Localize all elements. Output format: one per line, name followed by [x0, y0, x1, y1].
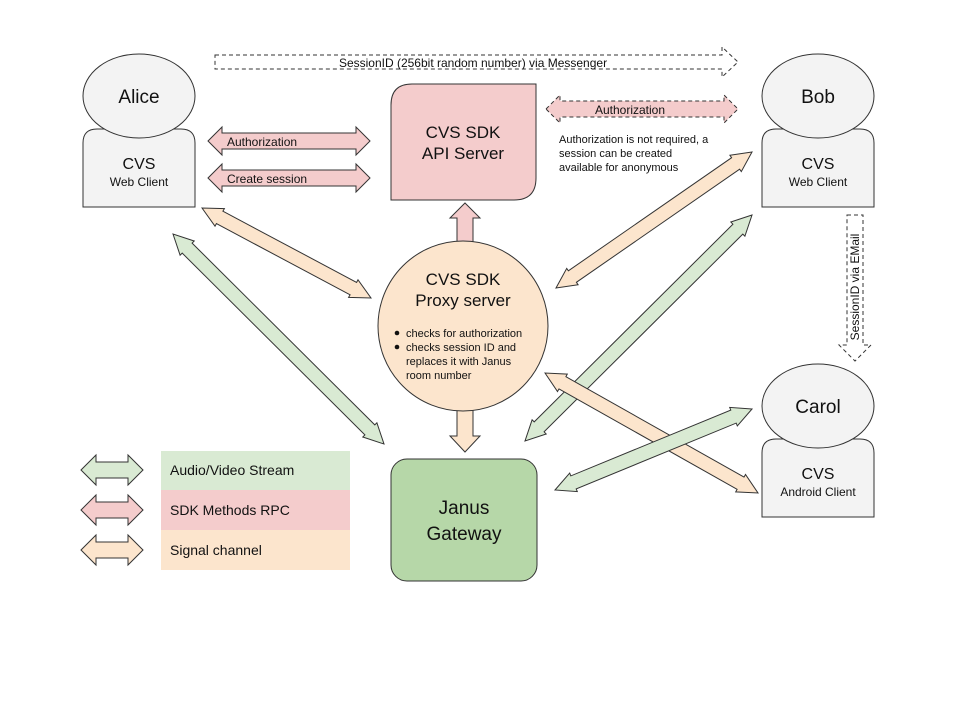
- label-alice-create: Create session: [227, 172, 307, 186]
- api-server-box: [390, 83, 537, 201]
- bullet-dot: [394, 330, 400, 336]
- legend-arrow-rpc: [80, 493, 144, 527]
- arrow-proxy-api: [448, 202, 482, 243]
- arrow-alice-auth: [207, 125, 371, 157]
- proxy-bullet-2-cont: replaces it with Janus: [406, 356, 512, 368]
- svg-text:session can be created: session can be created: [559, 148, 672, 160]
- carol-client: Android Client: [780, 485, 856, 499]
- connection-arrows: [172, 45, 873, 494]
- alice-avatar: [82, 53, 196, 139]
- legend-label-signal: Signal channel: [170, 542, 262, 558]
- proxy-server-circle: [377, 240, 549, 412]
- carol-client-box: [761, 438, 875, 518]
- janus-gateway-title: Janus: [439, 498, 490, 519]
- legend-arrow-stream: [80, 453, 144, 487]
- arrow-carol-janus-stream: [553, 406, 754, 493]
- arrow-alice-janus-stream: [172, 233, 385, 445]
- bob-client-box: [761, 128, 875, 208]
- alice-app: CVS: [123, 156, 156, 173]
- arrow-bob-janus-stream: [524, 214, 753, 442]
- arrow-alice-proxy-signal: [201, 207, 372, 299]
- janus-gateway-subtitle: Gateway: [427, 524, 502, 545]
- proxy-server-title: CVS SDK: [426, 270, 501, 289]
- arrow-alice-create: [207, 162, 371, 194]
- legend-item-stream: Audio/Video Stream: [80, 451, 350, 490]
- actor-carol: Carol CVS Android Client: [761, 363, 875, 518]
- legend-item-signal: Signal channel: [80, 530, 350, 570]
- api-server-title: CVS SDK: [426, 123, 501, 142]
- label-alice-auth: Authorization: [227, 135, 297, 149]
- alice-client-box: [82, 128, 196, 208]
- svg-text:Authorization is not required,: Authorization is not required, a: [559, 134, 709, 146]
- bob-app: CVS: [802, 156, 835, 173]
- arrow-bob-auth: [545, 93, 739, 125]
- legend-arrow-signal: [80, 533, 144, 567]
- bob-avatar: [761, 53, 875, 139]
- anonymous-note: Authorization is not required, a session…: [559, 134, 709, 174]
- arrow-carol-proxy-signal: [544, 372, 759, 494]
- legend-swatch-rpc: [161, 490, 350, 530]
- arrow-session-messenger: [214, 45, 739, 79]
- legend: Audio/Video Stream SDK Methods RPC Signa…: [80, 451, 350, 570]
- arrow-proxy-janus: [448, 409, 482, 453]
- proxy-server: CVS SDK Proxy server checks for authoriz…: [377, 240, 549, 412]
- api-server-subtitle: API Server: [422, 144, 505, 163]
- legend-label-rpc: SDK Methods RPC: [170, 502, 290, 518]
- legend-label-stream: Audio/Video Stream: [170, 462, 294, 478]
- janus-gateway-box: [390, 458, 538, 582]
- bob-client: Web Client: [789, 175, 848, 189]
- carol-app: CVS: [802, 466, 835, 483]
- actor-alice: Alice CVS Web Client: [82, 53, 196, 208]
- carol-name: Carol: [795, 397, 840, 418]
- svg-text:available for anonymous: available for anonymous: [559, 162, 679, 174]
- proxy-server-subtitle: Proxy server: [415, 291, 511, 310]
- legend-swatch-stream: [161, 451, 350, 490]
- legend-item-rpc: SDK Methods RPC: [80, 490, 350, 530]
- actor-bob: Bob CVS Web Client: [761, 53, 875, 208]
- janus-gateway: Janus Gateway: [390, 458, 538, 582]
- arrow-bob-proxy-signal: [555, 151, 753, 289]
- proxy-bullet-2-cont: room number: [406, 370, 472, 382]
- api-server: CVS SDK API Server: [390, 83, 537, 201]
- proxy-bullet-1: checks for authorization: [406, 328, 522, 340]
- carol-avatar: [761, 363, 875, 449]
- bob-name: Bob: [801, 87, 835, 108]
- label-session-messenger: SessionID (256bit random number) via Mes…: [339, 56, 607, 70]
- arrow-session-email: [837, 214, 873, 362]
- legend-swatch-signal: [161, 530, 350, 570]
- bullet-dot: [394, 344, 400, 350]
- alice-name: Alice: [118, 87, 159, 108]
- alice-client: Web Client: [110, 175, 169, 189]
- proxy-bullet-2: checks session ID and: [406, 342, 516, 354]
- label-session-email: SessionID via EMail: [848, 234, 862, 341]
- label-bob-auth: Authorization: [595, 103, 665, 117]
